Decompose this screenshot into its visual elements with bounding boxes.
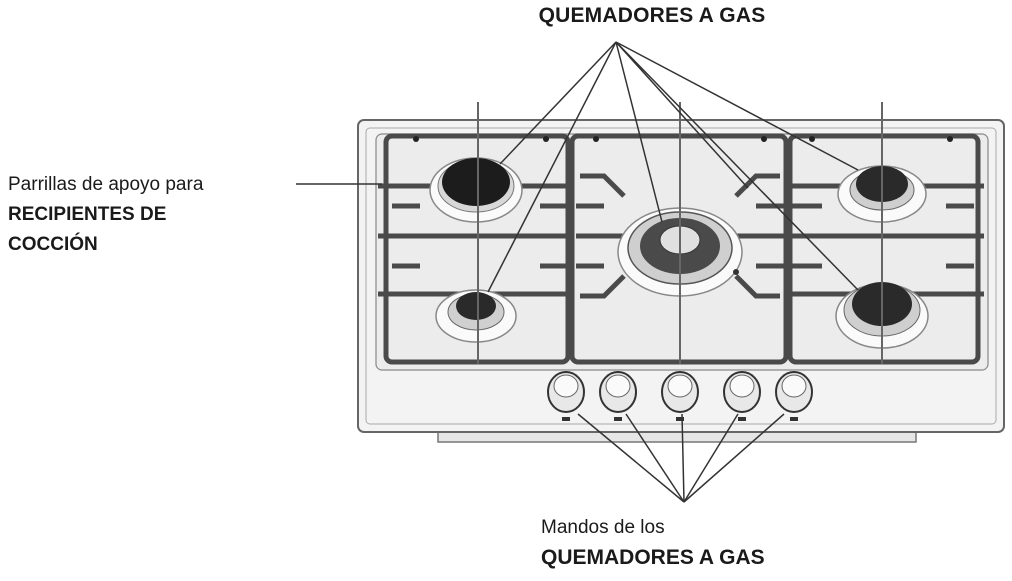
knob-1 — [547, 371, 585, 413]
burner-rear-left — [429, 157, 523, 223]
knob-2 — [599, 371, 637, 413]
gas-burners-title-text: QUEMADORES A GAS — [538, 4, 766, 27]
knobs-callout: Mandos de los QUEMADORES A GAS — [541, 513, 765, 573]
burner-center-wok — [617, 207, 743, 297]
knobs-callout-line2: QUEMADORES A GAS — [541, 546, 765, 569]
grate-pins — [413, 136, 953, 142]
grate-right — [787, 133, 981, 365]
control-knobs — [547, 371, 813, 413]
knobs-callout-line1: Mandos de los — [541, 517, 665, 538]
gas-burners-title: QUEMADORES A GAS — [0, 4, 1012, 28]
grate-callout-line1: Parrillas de apoyo para — [8, 174, 204, 195]
knob-5 — [775, 371, 813, 413]
knob-3 — [661, 371, 699, 413]
knob-markings — [562, 417, 798, 421]
grate-callout: Parrillas de apoyo para RECIPIENTES DE C… — [8, 170, 203, 260]
burner-leader-lines — [487, 41, 859, 293]
grate-bars — [378, 173, 984, 299]
burner-front-left — [435, 289, 517, 343]
knob-leader-lines — [577, 413, 785, 503]
grate-callout-line2: RECIPIENTES DE — [8, 204, 167, 225]
knob-4 — [723, 371, 761, 413]
grate-callout-line3: COCCIÓN — [8, 234, 98, 255]
reference-lines — [477, 102, 883, 364]
